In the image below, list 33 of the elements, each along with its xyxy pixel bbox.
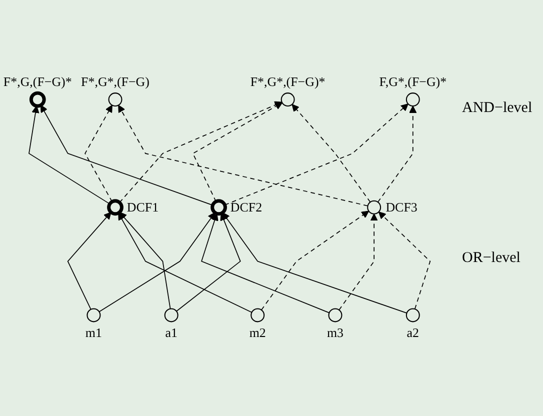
arrow [192,102,283,202]
arrow [260,210,370,310]
arrow [119,101,282,203]
node-label: F*,G*,(F−G)* [250,74,326,90]
arrow [201,213,330,314]
node-label: DCF1 [126,200,159,215]
arrow [378,212,431,310]
level-label: AND−level [462,100,532,117]
arrow [377,106,417,203]
node-label: F,G*,(F−G)* [379,74,447,90]
node-label: m3 [326,325,344,340]
arrow [176,213,241,312]
arrow [338,214,378,310]
node-label: F*,G,(F−G)* [3,74,72,90]
arrow [28,106,110,204]
arrow [67,212,112,310]
node-label: DCF2 [230,200,262,215]
arrow [84,104,113,202]
node-label: DCF3 [386,200,418,215]
arrow [292,104,371,203]
node-label: a1 [165,325,178,340]
arrow [98,212,216,312]
arrow [40,104,214,206]
arrow [118,212,252,313]
arrow [118,104,368,206]
level-label: OR−level [462,250,520,267]
node-label: m2 [249,325,266,340]
node-label: F*,G*,(F−G) [81,74,150,90]
arrow [222,212,408,314]
node-label: m1 [85,325,102,340]
node-label: a2 [406,325,419,340]
arrow [224,104,408,206]
arrow [119,212,171,310]
